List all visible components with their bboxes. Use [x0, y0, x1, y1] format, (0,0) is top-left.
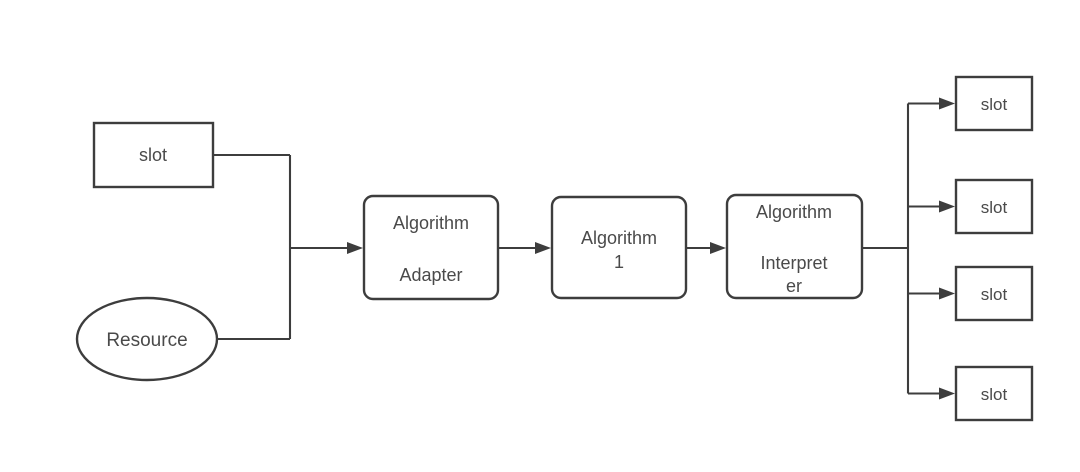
- node-algorithm-1-label-line2: 1: [614, 252, 624, 272]
- node-slot-output-2: [954, 178, 1034, 235]
- node-algorithm-interpreter-label-line2: Interpret: [760, 253, 827, 273]
- node-algorithm-adapter-label-line2: Adapter: [399, 265, 462, 285]
- node-slot-output-3: [954, 265, 1034, 322]
- edges-group: [213, 97, 955, 400]
- node-algorithm-adapter-label-line1: Algorithm: [393, 213, 469, 233]
- node-algorithm-interpreter-label-line3: er: [786, 276, 802, 296]
- node-slot-input: [92, 121, 215, 189]
- node-algorithm-1: [550, 195, 688, 300]
- node-resource: [75, 296, 219, 382]
- node-slot-input-label: slot: [139, 145, 167, 165]
- node-resource-label: Resource: [106, 330, 187, 351]
- node-slot-output-4: [954, 365, 1034, 422]
- node-slot-output-4-label: slot: [981, 385, 1008, 404]
- node-slot-output-2-label: slot: [981, 198, 1008, 217]
- node-algorithm-adapter: [362, 194, 500, 301]
- node-slot-output-1: [954, 75, 1034, 132]
- node-algorithm-interpreter: [725, 193, 864, 300]
- nodes-group: slot Resource Algorithm Adapter Algorith…: [75, 75, 1034, 422]
- node-slot-output-1-label: slot: [981, 95, 1008, 114]
- node-algorithm-1-label-line1: Algorithm: [581, 228, 657, 248]
- node-slot-output-3-label: slot: [981, 285, 1008, 304]
- node-algorithm-interpreter-label-line1: Algorithm: [756, 202, 832, 222]
